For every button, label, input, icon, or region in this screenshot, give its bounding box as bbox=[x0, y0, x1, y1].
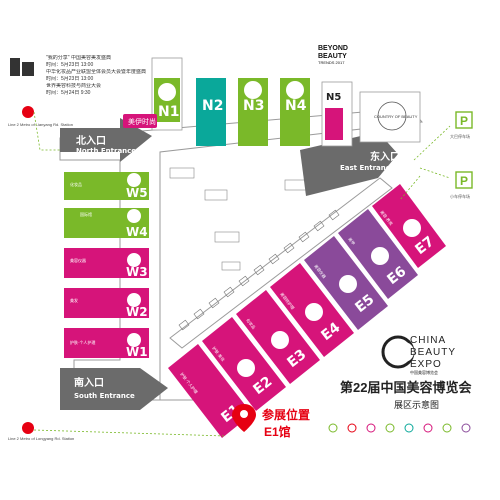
east-entrance-cn: 东入口 bbox=[370, 150, 400, 163]
hall-w1-tag: 护肤·个人护理 bbox=[70, 339, 95, 345]
booth-location-marker[interactable]: 参展位置 E1馆 bbox=[232, 404, 310, 439]
event-note: 时间：5月24日 9:30 bbox=[46, 90, 91, 96]
event-note: 时间：5月23日 13:00 bbox=[46, 76, 94, 82]
hall-w1[interactable]: 护肤·个人护理 W1 bbox=[64, 328, 149, 359]
svg-text:CHINA: CHINA bbox=[410, 335, 446, 346]
parking-car[interactable]: P 小车停车场 bbox=[450, 171, 473, 199]
parking-car-icon: P bbox=[460, 174, 468, 188]
hall-w4-logo bbox=[127, 209, 141, 223]
svg-text:中国美容博览会: 中国美容博览会 bbox=[410, 369, 438, 375]
china-beauty-expo-logo: CHINA BEAUTY EXPO 中国美容博览会 bbox=[381, 335, 456, 375]
hall-w3[interactable]: 美容仪器 W3 bbox=[64, 248, 149, 279]
hall-e3-logo bbox=[271, 331, 289, 349]
expo-subtitle: 展区示意图 bbox=[394, 399, 439, 410]
svg-text:Line 2 Metro of Lianyang Rd. S: Line 2 Metro of Lianyang Rd. Station bbox=[8, 122, 73, 127]
hall-n4-label: N4 bbox=[285, 98, 307, 114]
svg-text:BEAUTY: BEAUTY bbox=[410, 347, 456, 358]
meiyi-fashion-booth[interactable]: 美伊时尚 bbox=[123, 114, 157, 128]
hall-w2[interactable]: 美发 W2 bbox=[64, 288, 149, 319]
hall-n5-label: N5 bbox=[326, 92, 341, 103]
hall-w2-label: W2 bbox=[126, 305, 148, 319]
hall-w4-label: W4 bbox=[126, 225, 148, 239]
hall-w5[interactable]: 化妆品 W5 bbox=[64, 172, 149, 200]
hall-n1-label: N1 bbox=[158, 104, 179, 120]
hall-w5-tag: 化妆品 bbox=[70, 181, 82, 187]
hall-w1-logo bbox=[127, 333, 141, 347]
metro-north-icon: Line 2 Metro of Lianyang Rd. Station bbox=[8, 106, 73, 127]
svg-text:EXPO: EXPO bbox=[410, 359, 442, 370]
event-note: 中华化妆品产业联盟全体会员大会暨年度盛典 bbox=[46, 69, 147, 75]
south-entrance-en: South Entrance bbox=[74, 392, 135, 400]
east-entrance-en: East Entrance bbox=[340, 164, 395, 172]
hall-e4-logo bbox=[305, 303, 323, 321]
event-note: "我的分享" 中国美容美发盛典 bbox=[46, 55, 111, 61]
hall-w5-logo bbox=[127, 173, 141, 187]
hall-e7-logo bbox=[403, 219, 421, 237]
diagonal-corridor bbox=[169, 177, 393, 349]
east-entrance-block[interactable] bbox=[300, 132, 398, 196]
hall-e6-logo bbox=[371, 247, 389, 265]
hall-e5[interactable]: 美容仪器 E5 bbox=[304, 236, 388, 330]
hall-n3[interactable]: N3 bbox=[238, 78, 268, 146]
hall-e6[interactable]: 美甲 E6 bbox=[338, 209, 418, 299]
hall-w1-label: W1 bbox=[126, 345, 148, 359]
hall-n1-logo bbox=[158, 83, 176, 101]
hall-e3[interactable]: 化妆品 E3 bbox=[236, 290, 320, 384]
hall-n3-logo bbox=[244, 81, 262, 99]
parking-bus-icon: P bbox=[460, 114, 468, 128]
event-note: 时间：5月23日 13:00 bbox=[46, 62, 94, 68]
meiyi-label: 美伊时尚 bbox=[128, 117, 156, 126]
metro-south-icon: Line 2 Metro of Longyang Rd. Station bbox=[8, 422, 74, 441]
hall-w4[interactable]: 国际馆 W4 bbox=[64, 208, 149, 239]
hall-n4-logo bbox=[286, 81, 304, 99]
svg-text:TRENDS 2017: TRENDS 2017 bbox=[318, 60, 345, 65]
event-note: 世界美容科技与商业大会 bbox=[46, 83, 102, 89]
building-icon bbox=[10, 58, 34, 76]
svg-text:Line 2 Metro of Longyang Rd. S: Line 2 Metro of Longyang Rd. Station bbox=[8, 436, 74, 441]
booth-marker-line1: 参展位置 bbox=[262, 407, 310, 422]
expo-title: 第22届中国美容博览会 bbox=[340, 380, 472, 395]
hall-w3-logo bbox=[127, 253, 141, 267]
hall-w2-tag: 美发 bbox=[70, 297, 78, 303]
sponsor-logos bbox=[328, 423, 471, 433]
country-label: COUNTRY OF BEAUTY bbox=[374, 114, 418, 119]
hall-e5-logo bbox=[339, 275, 357, 293]
parking-bus[interactable]: P 大巴停车场 bbox=[450, 111, 473, 139]
corridor-booths bbox=[178, 209, 340, 331]
country-logo-icon bbox=[377, 101, 407, 131]
beyond-beauty-logo: BEYOND BEAUTY TRENDS 2017 bbox=[318, 45, 348, 65]
hall-n4[interactable]: N4 bbox=[280, 78, 310, 146]
hall-e7[interactable]: 美容·养发 E7 bbox=[372, 184, 446, 268]
hall-e6-tag: 美甲 bbox=[347, 236, 357, 246]
booth-marker-line2: E1馆 bbox=[264, 424, 291, 439]
hall-w5-label: W5 bbox=[126, 186, 148, 200]
hall-w2-logo bbox=[127, 293, 141, 307]
north-entrance-cn: 北入口 bbox=[76, 134, 106, 147]
hall-w4-tag: 国际馆 bbox=[80, 211, 92, 217]
hall-n3-label: N3 bbox=[243, 98, 264, 114]
metro-south-route bbox=[33, 429, 227, 437]
hall-w3-tag: 美容仪器 bbox=[70, 257, 86, 263]
south-entrance-cn: 南入口 bbox=[74, 376, 104, 389]
south-entrance-block[interactable] bbox=[60, 368, 168, 410]
parking-bus-label: 大巴停车场 bbox=[450, 133, 470, 139]
north-entrance-block[interactable] bbox=[60, 118, 152, 162]
hall-country[interactable]: COUNTRY OF BEAUTY bbox=[359, 91, 421, 143]
north-entrance-en: North Entrance bbox=[76, 147, 136, 155]
metro-north-route bbox=[33, 111, 60, 151]
hall-e2-logo bbox=[237, 359, 255, 377]
hall-n5[interactable]: N5 bbox=[321, 81, 353, 147]
event-notes: "我的分享" 中国美容美发盛典 时间：5月23日 13:00 中华化妆品产业联盟… bbox=[46, 55, 181, 97]
hall-n2[interactable]: N2 bbox=[196, 78, 226, 146]
hall-n2-label: N2 bbox=[202, 98, 223, 114]
parking-car-label: 小车停车场 bbox=[450, 193, 470, 199]
svg-text:BEAUTY: BEAUTY bbox=[318, 53, 347, 60]
hall-e4[interactable]: 美容院护理 E4 bbox=[270, 263, 354, 357]
parking-route bbox=[399, 125, 451, 201]
hall-w3-label: W3 bbox=[126, 265, 148, 279]
svg-text:BEYOND: BEYOND bbox=[318, 45, 348, 52]
